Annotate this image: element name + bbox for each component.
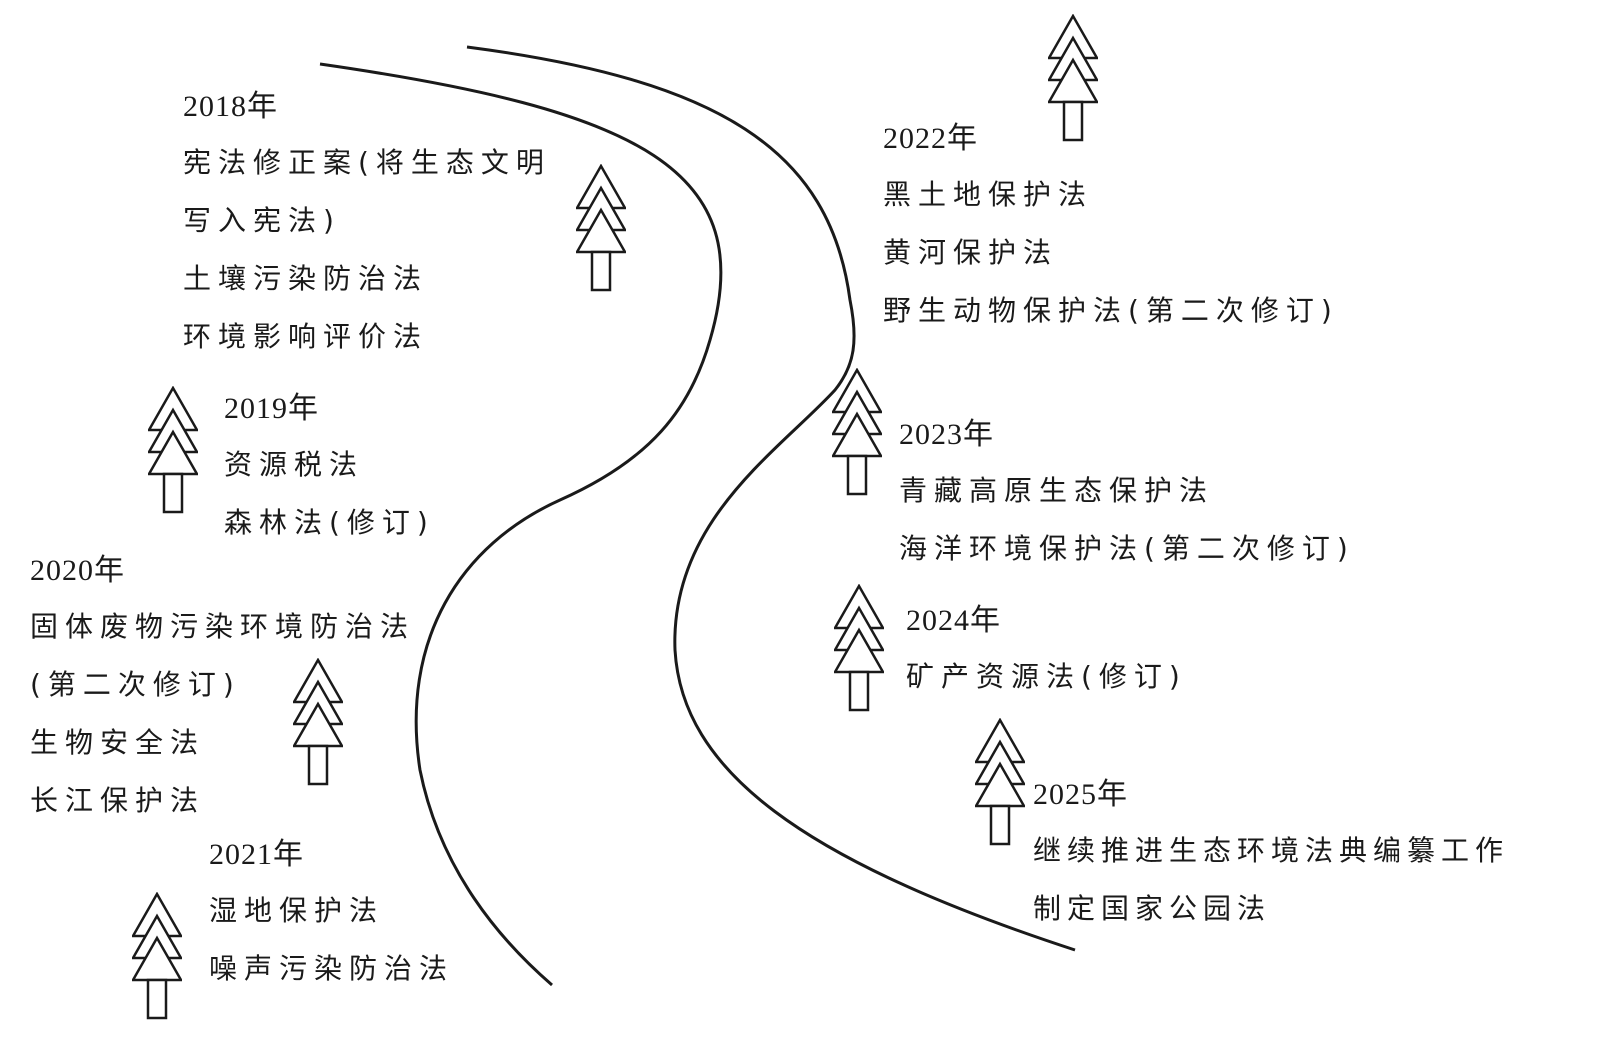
law-item: 长江保护法 bbox=[30, 784, 206, 817]
law-item: 宪法修正案(将生态文明 bbox=[183, 146, 551, 179]
law-item: 黄河保护法 bbox=[883, 236, 1059, 269]
entry-2018: 2018年 宪法修正案(将生态文明 写入宪法) 土壤污染防治法 环境影响评价法 bbox=[183, 92, 551, 366]
entry-2025: 2025年 继续推进生态环境法典编纂工作 制定国家公园法 bbox=[1033, 780, 1509, 938]
river-left-bank bbox=[319, 62, 723, 987]
law-item: 噪声污染防治法 bbox=[209, 952, 455, 985]
year-label: 2019年 bbox=[224, 392, 319, 425]
law-item: 海洋环境保护法(第二次修订) bbox=[899, 532, 1355, 565]
law-item: 资源税法 bbox=[224, 448, 365, 481]
year-label: 2021年 bbox=[209, 838, 304, 871]
pine-tree-icon bbox=[834, 584, 884, 712]
law-item: 森林法(修订) bbox=[224, 506, 435, 539]
law-item: 生物安全法 bbox=[30, 726, 206, 759]
law-item: 湿地保护法 bbox=[209, 894, 385, 927]
year-label: 2024年 bbox=[906, 604, 1001, 637]
entry-2021: 2021年 湿地保护法 噪声污染防治法 bbox=[209, 840, 454, 998]
year-label: 2018年 bbox=[183, 90, 278, 123]
pine-tree-icon bbox=[832, 368, 882, 496]
law-item: (第二次修订) bbox=[30, 668, 241, 701]
pine-tree-icon bbox=[975, 718, 1025, 846]
entry-2024: 2024年 矿产资源法(修订) bbox=[906, 606, 1187, 706]
pine-tree-icon bbox=[1048, 14, 1098, 142]
law-item: 制定国家公园法 bbox=[1033, 892, 1272, 925]
year-label: 2020年 bbox=[30, 554, 125, 587]
law-item: 环境影响评价法 bbox=[183, 320, 429, 353]
law-item: 写入宪法) bbox=[183, 204, 341, 237]
law-item: 野生动物保护法(第二次修订) bbox=[883, 294, 1339, 327]
pine-tree-icon bbox=[576, 164, 626, 292]
law-item: 土壤污染防治法 bbox=[183, 262, 429, 295]
law-item: 继续推进生态环境法典编纂工作 bbox=[1033, 834, 1510, 867]
year-label: 2025年 bbox=[1033, 778, 1128, 811]
entry-2019: 2019年 资源税法 森林法(修订) bbox=[224, 394, 435, 552]
law-item: 青藏高原生态保护法 bbox=[899, 474, 1215, 507]
entry-2023: 2023年 青藏高原生态保护法 海洋环境保护法(第二次修订) bbox=[899, 420, 1355, 578]
law-item: 固体废物污染环境防治法 bbox=[30, 610, 416, 643]
pine-tree-icon bbox=[132, 892, 182, 1020]
law-item: 矿产资源法(修订) bbox=[906, 660, 1187, 693]
river-right-bank bbox=[466, 45, 1076, 952]
pine-tree-icon bbox=[148, 386, 198, 514]
pine-tree-icon bbox=[293, 658, 343, 786]
year-label: 2022年 bbox=[883, 122, 978, 155]
entry-2022: 2022年 黑土地保护法 黄河保护法 野生动物保护法(第二次修订) bbox=[883, 124, 1339, 340]
law-item: 黑土地保护法 bbox=[883, 178, 1094, 211]
year-label: 2023年 bbox=[899, 418, 994, 451]
entry-2020: 2020年 固体废物污染环境防治法 (第二次修订) 生物安全法 长江保护法 bbox=[30, 556, 415, 830]
